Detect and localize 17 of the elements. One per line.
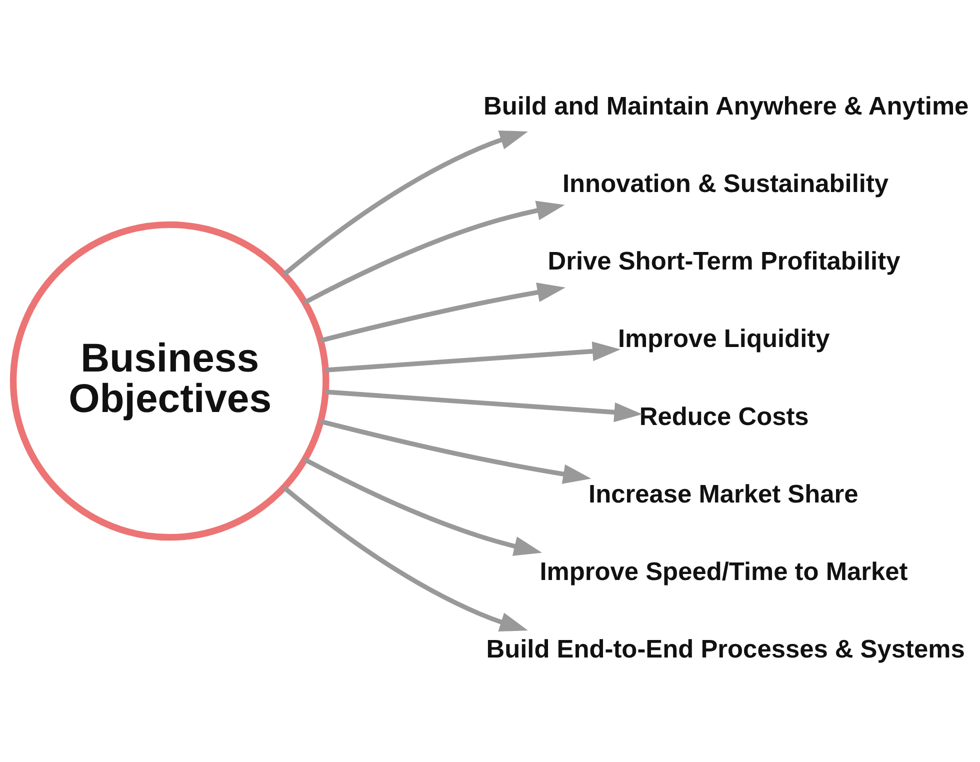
- node-text: Increase Market Share: [588, 480, 858, 508]
- node-text: Build and Maintain Anywhere & Anytime: [484, 92, 969, 120]
- node-text: Improve Speed/Time to Market: [540, 558, 908, 586]
- node-text: Reduce Costs: [639, 402, 809, 431]
- arrow: [320, 282, 566, 343]
- arrow: [304, 457, 542, 556]
- node-circle: Business Objectives: [10, 221, 330, 541]
- arrow: [282, 130, 528, 276]
- arrow: [325, 390, 642, 422]
- node-text: Innovation & Sustainability: [562, 170, 889, 198]
- arrow: [282, 486, 528, 632]
- arrow: [304, 200, 565, 305]
- node-text: Improve Liquidity: [618, 325, 830, 354]
- node-text: Build End-to-End Processes & Systems: [486, 636, 965, 664]
- arrow: [325, 341, 621, 372]
- arrow: [320, 419, 592, 484]
- node-text: Drive Short-Term Profitability: [548, 248, 900, 276]
